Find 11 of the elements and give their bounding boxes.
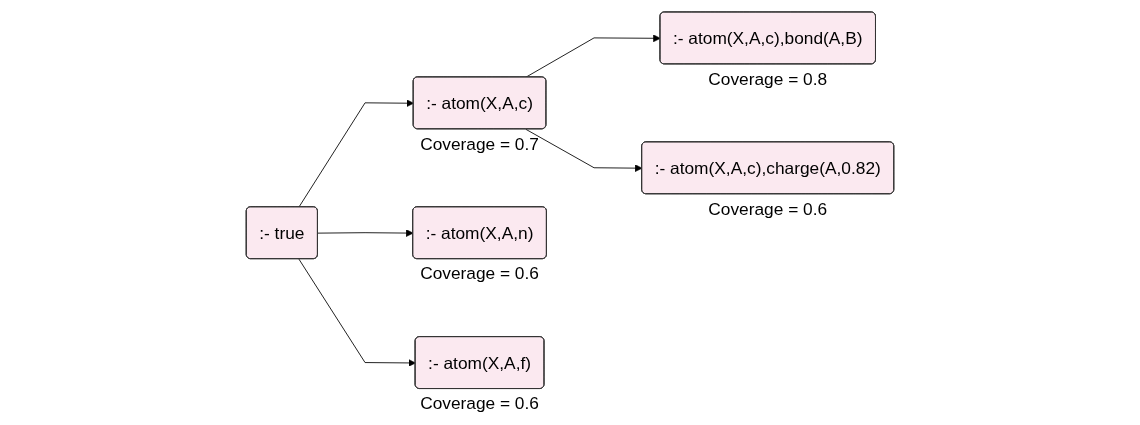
node-label: :- atom(X,A,c),charge(A,0.82) <box>654 158 881 178</box>
coverage-label: Coverage = 0.6 <box>420 263 539 284</box>
node-label: :- atom(X,A,n) <box>425 223 534 243</box>
node-label: :- atom(X,A,c) <box>426 93 533 113</box>
node-label: :- atom(X,A,f) <box>428 353 532 373</box>
coverage-label: Coverage = 0.7 <box>420 133 539 154</box>
coverage-label: Coverage = 0.6 <box>420 393 539 414</box>
coverage-label: Coverage = 0.8 <box>708 68 828 89</box>
coverage-label: Coverage = 0.6 <box>708 198 828 219</box>
node-label: :- atom(X,A,c),bond(A,B) <box>672 28 863 48</box>
node-label: :- true <box>259 223 305 243</box>
